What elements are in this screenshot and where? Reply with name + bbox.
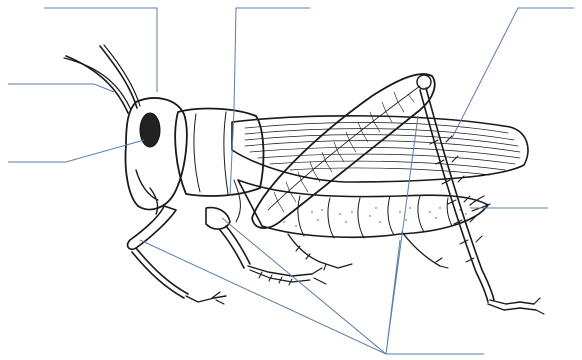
leader-line-eye <box>8 140 144 162</box>
compound-eye <box>140 113 160 147</box>
leader-line-head <box>44 8 157 92</box>
antennae <box>64 45 140 113</box>
abdomen <box>238 180 490 238</box>
label-leader-lines <box>8 8 574 354</box>
hind-leg <box>252 74 544 314</box>
leader-line-antenna <box>8 84 114 92</box>
front-legs <box>128 206 226 304</box>
grasshopper-illustration <box>64 45 544 314</box>
leader-line-wing <box>452 8 574 138</box>
forewing <box>232 116 528 182</box>
